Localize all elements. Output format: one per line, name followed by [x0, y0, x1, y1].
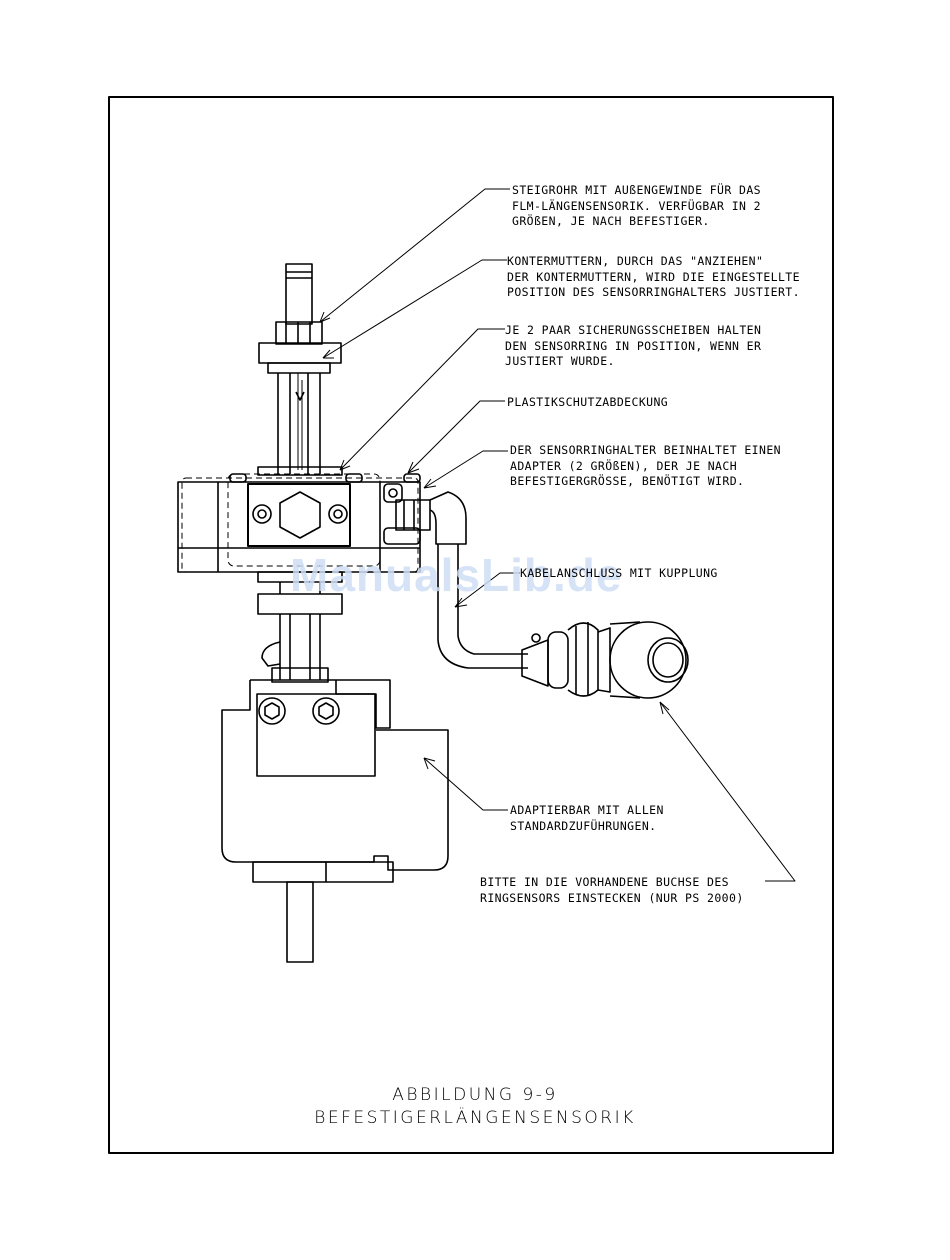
watermark: ManualsLib.de: [290, 549, 623, 601]
riser-tube: [275, 263, 323, 345]
figure-number: ABBILDUNG 9-9: [392, 1085, 558, 1105]
threaded-rod: [257, 362, 343, 476]
callout-kabel: KABELANSCHLUSS MIT KUPPLUNG: [520, 566, 718, 580]
callout-buchse: BITTE IN DIE VORHANDENE BUCHSE DES RINGS…: [480, 875, 744, 905]
lower-locknut: [257, 593, 343, 615]
upper-locknut: [258, 342, 342, 364]
callout-steigrohr: STEIGROHR MIT AUßENGEWINDE FÜR DAS FLM-L…: [512, 183, 762, 228]
callout-kontermuttern: KONTERMUTTERN, DURCH DAS "ANZIEHEN" DER …: [507, 254, 800, 299]
drawing-border: [108, 96, 834, 1154]
cable-and-plug: [437, 544, 689, 699]
leader-lines: [319, 188, 796, 882]
figure-title: BEFESTIGERLÄNGENSENSORIK: [314, 1108, 636, 1128]
callout-sicherungsscheiben: JE 2 PAAR SICHERUNGSSCHEIBEN HALTEN DEN …: [505, 323, 762, 368]
cable-elbow-connector: [383, 483, 467, 545]
lower-rod: [261, 614, 329, 683]
callout-plastikschutz: PLASTIKSCHUTZABDECKUNG: [507, 395, 669, 409]
adapter-block: [221, 679, 449, 963]
callout-sensorringhalter: DER SENSORRINGHALTER BEINHALTET EINEN AD…: [510, 443, 781, 488]
lower-spacer: [257, 571, 343, 583]
callout-adaptierbar: ADAPTIERBAR MIT ALLEN STANDARDZUFÜHRUNGE…: [510, 803, 664, 833]
